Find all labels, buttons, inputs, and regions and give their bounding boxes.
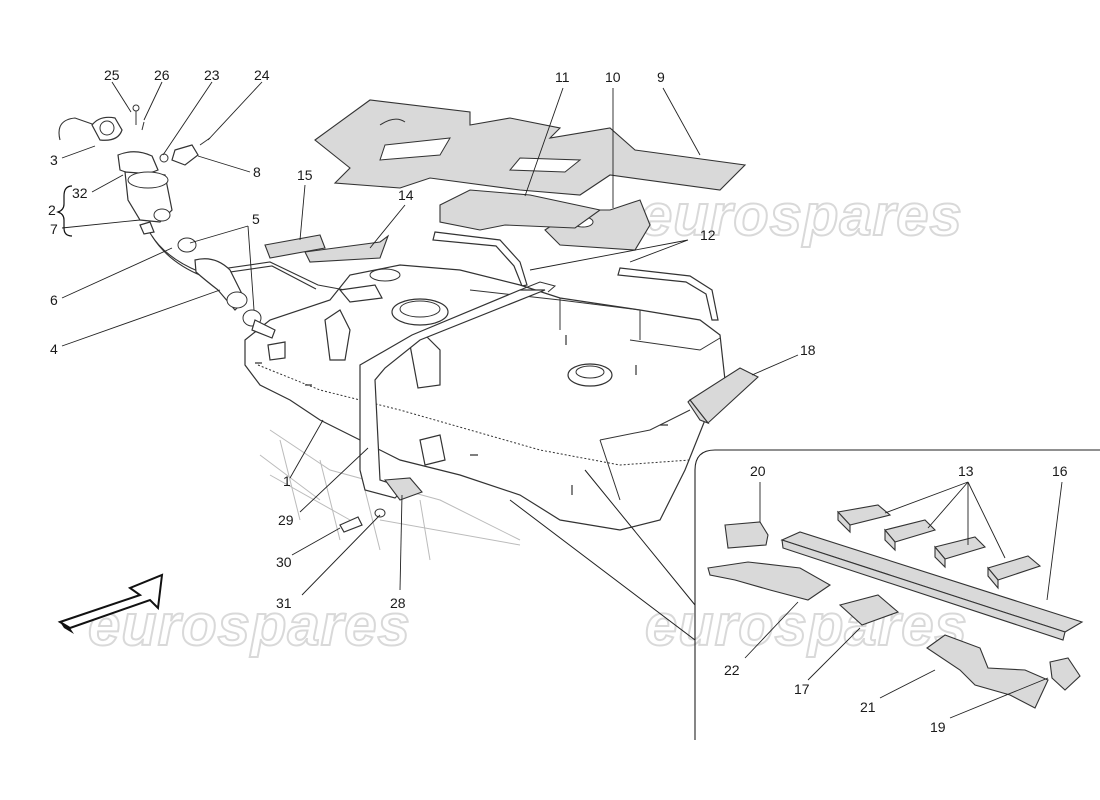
pad-15 xyxy=(264,234,326,259)
callout-17: 17 xyxy=(794,681,810,697)
fuel-tank xyxy=(244,264,726,531)
pad-18 xyxy=(687,367,759,425)
callout-13: 13 xyxy=(958,463,974,479)
callout-2: 2 xyxy=(48,202,56,218)
callout-30: 30 xyxy=(276,554,292,570)
callout-7: 7 xyxy=(50,221,58,237)
callout-labels: 25 26 23 24 3 32 2 7 8 5 6 4 1 29 30 31 … xyxy=(48,67,1068,735)
callout-18: 18 xyxy=(800,342,816,358)
callout-25: 25 xyxy=(104,67,120,83)
watermark-top: eurospares xyxy=(640,183,963,248)
callout-31: 31 xyxy=(276,595,292,611)
callout-24: 24 xyxy=(254,67,270,83)
pad-9 xyxy=(314,99,747,196)
callout-29: 29 xyxy=(278,512,294,528)
callout-32: 32 xyxy=(72,185,88,201)
callout-6: 6 xyxy=(50,292,58,308)
watermark-bottom-right: eurospares xyxy=(645,593,968,658)
callout-19: 19 xyxy=(930,719,946,735)
bolts-lower xyxy=(339,477,423,533)
inset-panel xyxy=(509,449,1100,740)
callout-28: 28 xyxy=(390,595,406,611)
callout-26: 26 xyxy=(154,67,170,83)
callout-20: 20 xyxy=(750,463,766,479)
callout-22: 22 xyxy=(724,662,740,678)
callout-11: 11 xyxy=(555,69,570,85)
callout-4: 4 xyxy=(50,341,58,357)
callout-15: 15 xyxy=(297,167,313,183)
leader-lines xyxy=(56,81,1063,719)
pad-11 xyxy=(439,189,602,231)
callout-16: 16 xyxy=(1052,463,1068,479)
callout-21: 21 xyxy=(860,699,876,715)
pad-14 xyxy=(304,234,390,263)
direction-arrow xyxy=(57,573,164,634)
callout-23: 23 xyxy=(204,67,220,83)
callout-1: 1 xyxy=(283,473,291,489)
callout-12: 12 xyxy=(700,227,716,243)
callout-3: 3 xyxy=(50,152,58,168)
callout-8: 8 xyxy=(253,164,261,180)
callout-14: 14 xyxy=(398,187,414,203)
fuel-pump-assembly xyxy=(58,104,383,339)
callout-5: 5 xyxy=(252,211,260,227)
callout-9: 9 xyxy=(657,69,665,85)
callout-10: 10 xyxy=(605,69,621,85)
